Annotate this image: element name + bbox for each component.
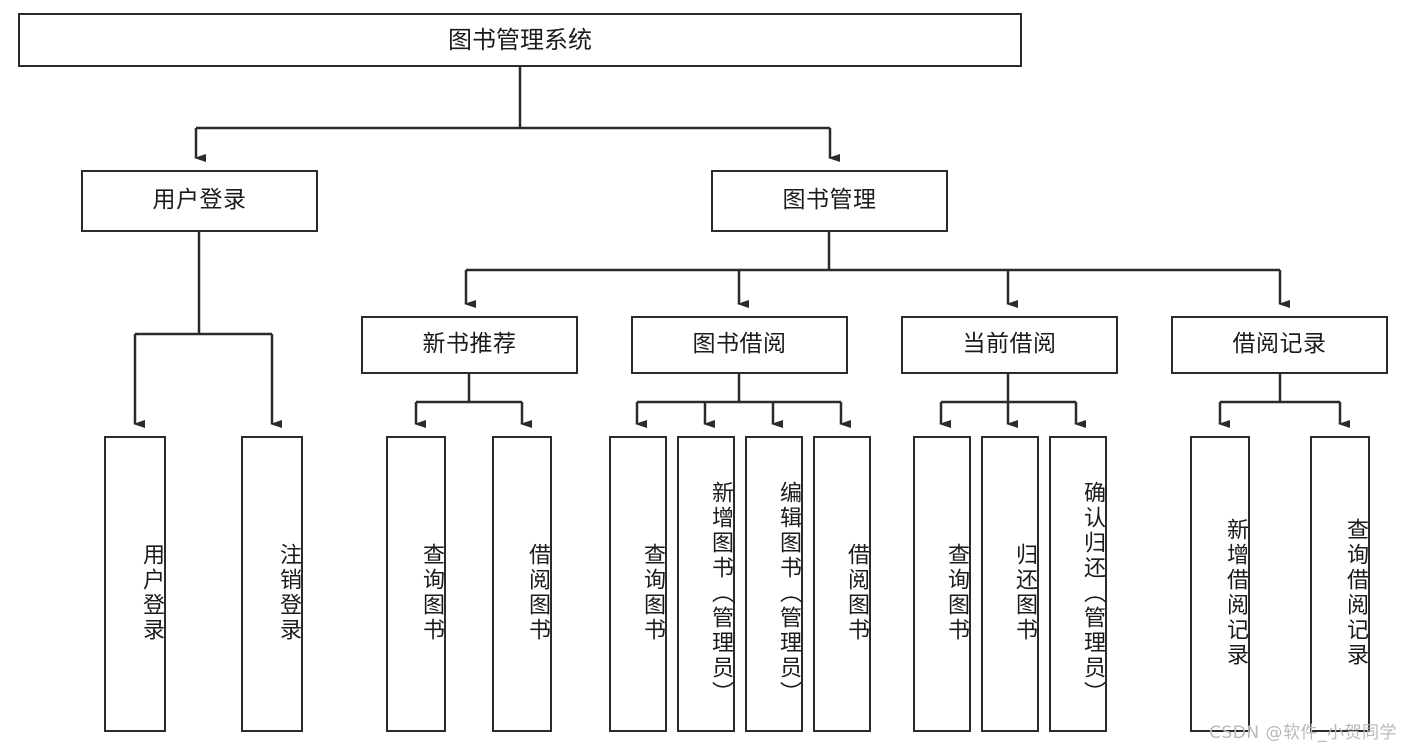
node-label: 图书管理系统 bbox=[448, 25, 592, 54]
node-book-borrow[interactable]: 图书借阅 bbox=[631, 316, 848, 374]
leaf-book-borrow-query[interactable]: 查询图书 bbox=[609, 436, 667, 732]
node-label: 查询图书 bbox=[640, 543, 665, 643]
node-root-system[interactable]: 图书管理系统 bbox=[18, 13, 1022, 67]
node-label: 用户登录 bbox=[139, 543, 164, 643]
leaf-current-borrow-query[interactable]: 查询图书 bbox=[913, 436, 971, 732]
watermark-text: CSDN @软件_小贺同学 bbox=[1209, 723, 1397, 743]
leaf-user-login-login[interactable]: 用户登录 bbox=[104, 436, 166, 732]
node-label: 确认归还（管理员） bbox=[1080, 480, 1105, 706]
node-label: 新书推荐 bbox=[422, 331, 517, 358]
node-label: 查询图书 bbox=[944, 543, 969, 643]
node-label: 新增借阅记录 bbox=[1223, 518, 1248, 668]
leaf-current-borrow-return[interactable]: 归还图书 bbox=[981, 436, 1039, 732]
node-new-book-recommend[interactable]: 新书推荐 bbox=[361, 316, 578, 374]
leaf-current-borrow-confirm[interactable]: 确认归还（管理员） bbox=[1049, 436, 1107, 732]
node-label: 借阅记录 bbox=[1232, 331, 1327, 358]
node-label: 图书借阅 bbox=[692, 331, 787, 358]
node-label: 查询图书 bbox=[419, 543, 444, 643]
node-current-borrow[interactable]: 当前借阅 bbox=[901, 316, 1118, 374]
node-user-login[interactable]: 用户登录 bbox=[81, 170, 318, 232]
node-label: 查询借阅记录 bbox=[1343, 518, 1368, 668]
leaf-borrow-record-query[interactable]: 查询借阅记录 bbox=[1310, 436, 1370, 732]
node-label: 用户登录 bbox=[152, 187, 247, 214]
node-book-management[interactable]: 图书管理 bbox=[711, 170, 948, 232]
leaf-book-borrow-edit[interactable]: 编辑图书（管理员） bbox=[745, 436, 803, 732]
node-label: 图书管理 bbox=[782, 187, 877, 214]
leaf-book-borrow-borrow[interactable]: 借阅图书 bbox=[813, 436, 871, 732]
node-label: 归还图书 bbox=[1012, 543, 1037, 643]
leaf-book-borrow-add[interactable]: 新增图书（管理员） bbox=[677, 436, 735, 732]
node-borrow-record[interactable]: 借阅记录 bbox=[1171, 316, 1388, 374]
leaf-new-book-query[interactable]: 查询图书 bbox=[386, 436, 446, 732]
node-label: 借阅图书 bbox=[525, 543, 550, 643]
node-label: 新增图书（管理员） bbox=[708, 480, 733, 706]
node-label: 编辑图书（管理员） bbox=[776, 480, 801, 706]
leaf-user-login-logout[interactable]: 注销登录 bbox=[241, 436, 303, 732]
leaf-borrow-record-add[interactable]: 新增借阅记录 bbox=[1190, 436, 1250, 732]
node-label: 当前借阅 bbox=[962, 331, 1057, 358]
node-label: 注销登录 bbox=[276, 543, 301, 643]
node-label: 借阅图书 bbox=[844, 543, 869, 643]
leaf-new-book-borrow[interactable]: 借阅图书 bbox=[492, 436, 552, 732]
